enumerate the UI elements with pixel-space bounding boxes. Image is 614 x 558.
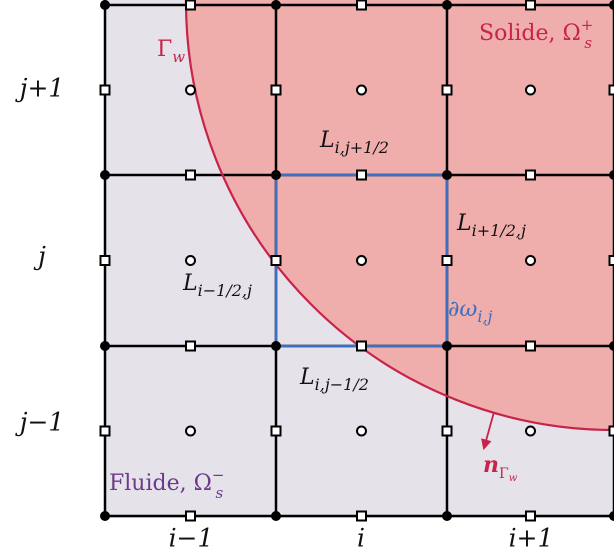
grid-vertex [271,341,281,351]
face-center [525,340,536,352]
cell-boundary-label: ∂ωi,j [448,297,493,326]
cell-center [356,425,367,437]
normal-vector-arrow [481,411,495,451]
col-label-mid: i [357,524,365,553]
row-label-bot: j−1 [15,408,65,437]
face-center [356,510,367,522]
col-label-right: i+1 [509,524,554,553]
interface-label: Γw [157,37,185,66]
grid-vertex [271,511,281,521]
grid-vertex [609,170,614,180]
face-center [356,169,367,181]
face-center [270,425,282,437]
grid-vertex [442,0,452,10]
face-center [608,425,614,437]
row-label-top: j+1 [15,74,65,103]
grid-vertex [271,0,281,10]
face-center [356,0,367,11]
grid-vertex [609,341,614,351]
normal-label: nΓw [483,452,518,484]
face-center [185,340,196,352]
face-label-east: Li+1/2,j [456,211,526,240]
grid-vertex [609,511,614,521]
face-label-south: Li,j−1/2 [299,365,369,394]
cell-center [185,255,196,266]
grid-vertex [271,170,281,180]
grid-vertex [100,511,110,521]
face-center [185,169,196,181]
face-center [525,169,536,181]
face-center [185,0,196,11]
cell-center [356,84,367,96]
face-center [356,340,367,352]
face-center [441,255,453,266]
col-label-left: i−1 [169,524,214,553]
face-center [525,0,536,11]
face-label-west: Li−1/2,j [182,271,252,300]
cell-center [525,255,536,266]
row-label-mid: j [33,242,46,271]
cell-center [525,84,536,96]
cell-center [525,425,536,437]
cell-center [185,84,196,96]
grid-vertex [100,170,110,180]
grid-vertices [100,0,614,521]
fluid-label: Fluide, Ω−s [109,466,224,502]
face-label-north: Li,j+1/2 [319,128,389,157]
grid-vertex [100,0,110,10]
grid-vertex [100,341,110,351]
face-center [185,510,196,522]
cell-center [356,255,367,266]
grid-vertex [442,511,452,521]
face-center [608,255,614,266]
face-center [270,84,282,96]
face-center [608,84,614,96]
face-center [441,84,453,96]
solid-domain [186,0,614,430]
face-center [99,84,111,96]
grid-vertex [442,170,452,180]
face-center [99,425,111,437]
cell-centers [185,84,536,437]
face-center [99,255,111,266]
solid-label: Solide, Ω+s [479,16,593,52]
face-center [270,255,282,266]
grid-vertex [442,341,452,351]
cell-center [185,425,196,437]
grid-vertex [609,0,614,10]
face-centers [99,0,614,522]
face-center [441,425,453,437]
face-center [525,510,536,522]
